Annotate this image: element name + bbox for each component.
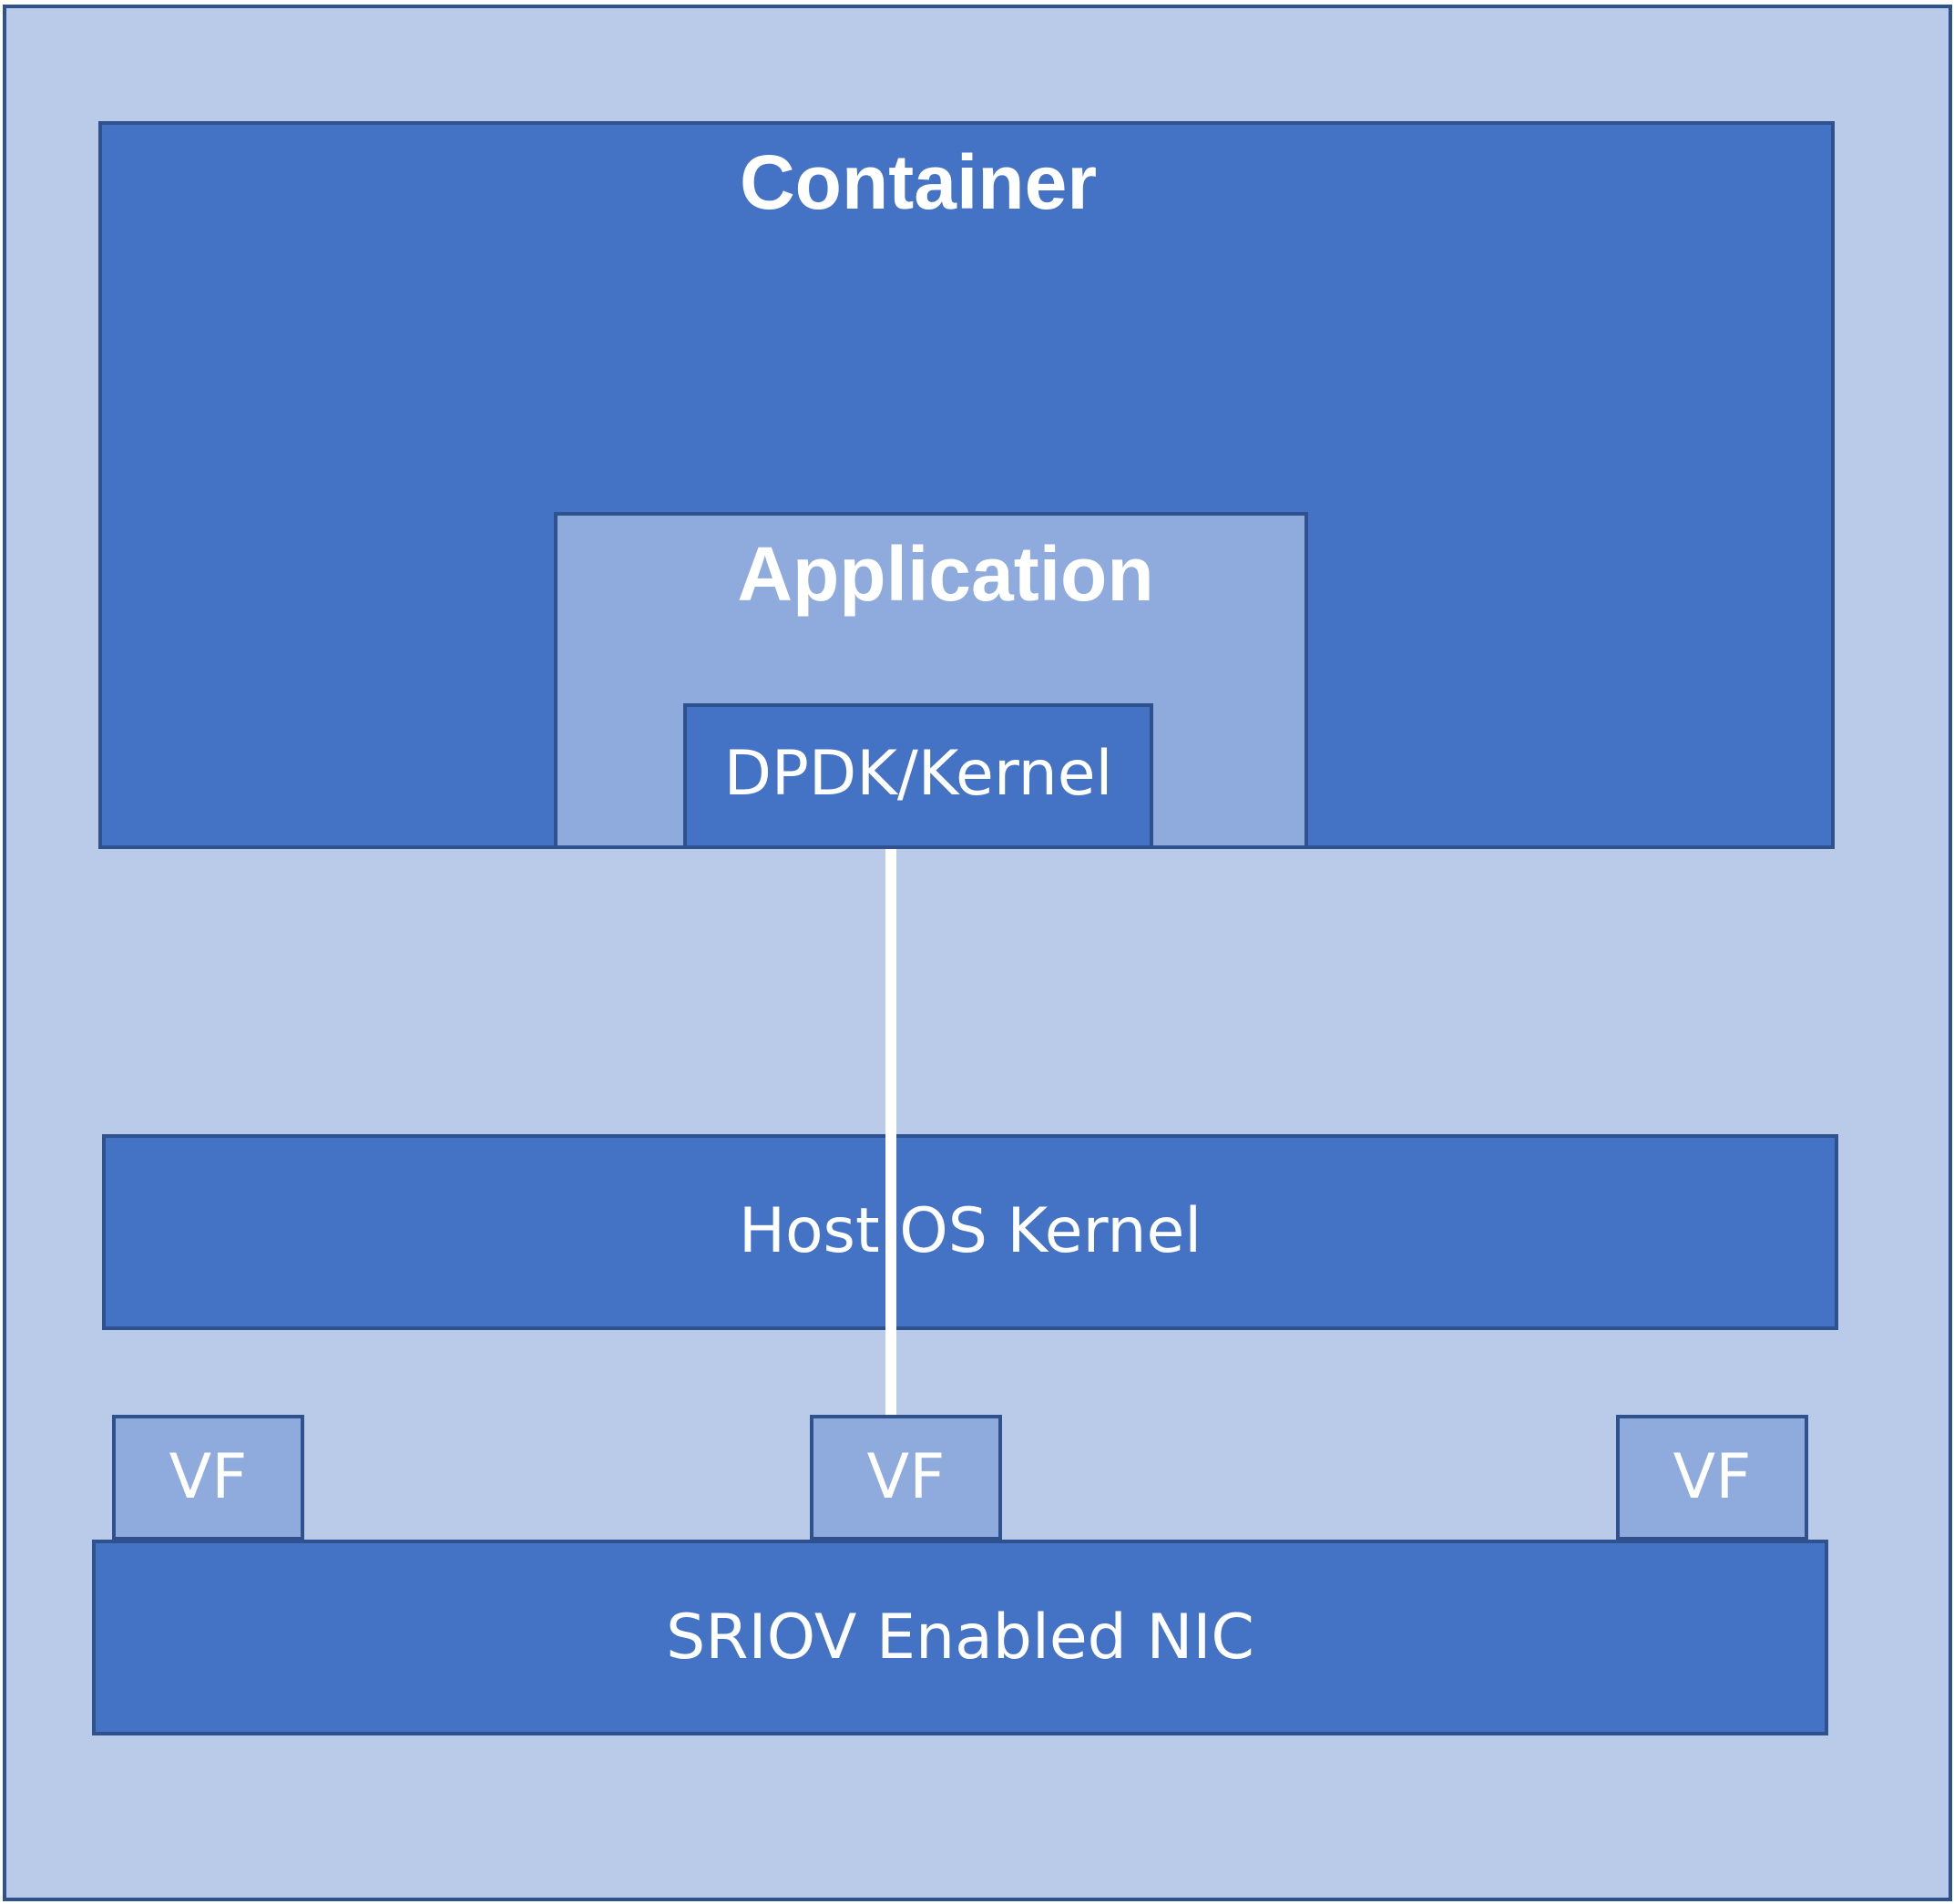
dpdk-kernel-label: DPDK/Kernel xyxy=(723,738,1113,810)
host-os-kernel-label: Host OS Kernel xyxy=(738,1195,1202,1267)
host-os-kernel-box xyxy=(102,1134,1838,1330)
vf-box-2 xyxy=(810,1415,1002,1541)
vf-box-3 xyxy=(1616,1415,1808,1541)
application-label: Application xyxy=(737,531,1154,617)
dpdk-to-vf-connector-line xyxy=(885,849,896,1415)
vf-label-3: VF xyxy=(1673,1441,1752,1513)
vf-label-1: VF xyxy=(169,1441,248,1513)
dpdk-kernel-box xyxy=(683,703,1153,849)
sriov-nic-label: SRIOV Enabled NIC xyxy=(666,1602,1254,1674)
container-label: Container xyxy=(739,139,1098,225)
vf-box-1 xyxy=(112,1415,304,1541)
vf-label-2: VF xyxy=(866,1441,946,1513)
sriov-nic-box xyxy=(92,1540,1828,1735)
